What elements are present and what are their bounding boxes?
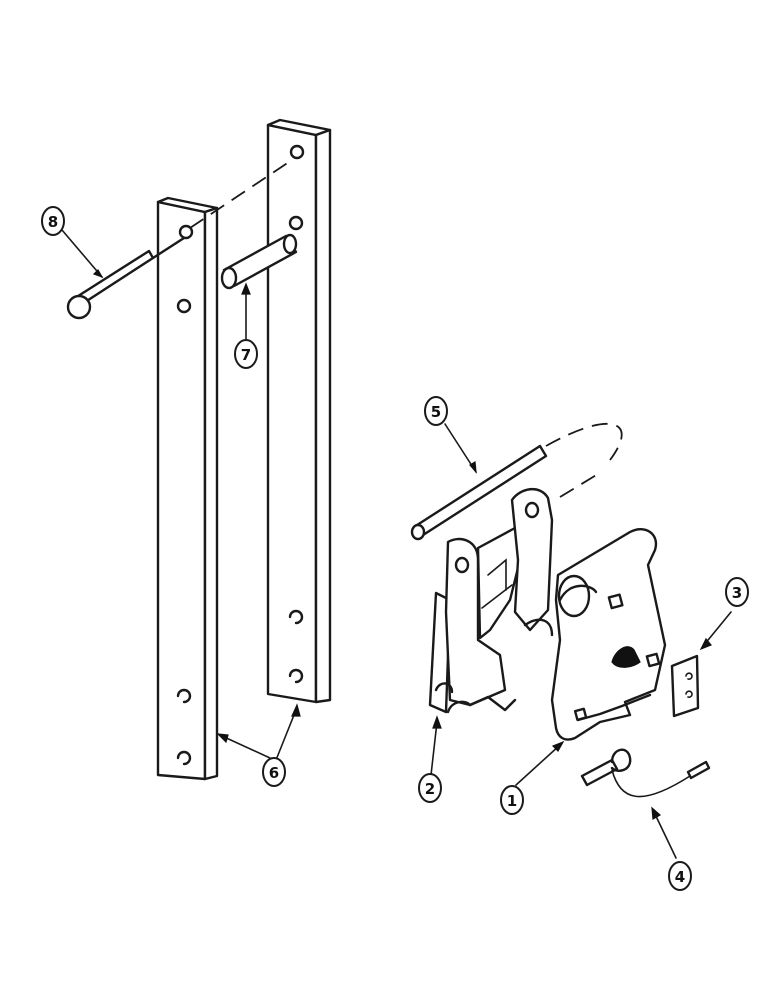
alignment-line-bars xyxy=(189,159,293,229)
callout-3-label: 3 xyxy=(732,584,742,602)
callout-8: 8 xyxy=(41,206,65,236)
callout-2: 2 xyxy=(418,773,442,803)
callout-5-label: 5 xyxy=(431,403,441,421)
callout-4: 4 xyxy=(668,861,692,891)
pin-part-8 xyxy=(66,236,186,320)
callout-6-label: 6 xyxy=(269,764,279,782)
callout-1-label: 1 xyxy=(507,792,517,810)
plate-part-3 xyxy=(670,654,700,718)
callout-8-label: 8 xyxy=(48,213,58,231)
callout-5: 5 xyxy=(424,396,448,426)
bushing-part-7 xyxy=(220,233,298,290)
callout-1: 1 xyxy=(500,785,524,815)
callout-4-label: 4 xyxy=(675,868,685,886)
pin-part-5 xyxy=(410,423,623,541)
bar-left xyxy=(156,196,219,781)
bar-right xyxy=(266,118,332,704)
callout-3: 3 xyxy=(725,577,749,607)
callout-7-label: 7 xyxy=(241,346,251,364)
hitch-frame-part-2 xyxy=(428,488,554,714)
callout-7: 7 xyxy=(234,339,258,369)
callout-2-label: 2 xyxy=(425,780,435,798)
callout-6: 6 xyxy=(262,757,286,787)
lynch-pin-part-4 xyxy=(580,748,711,798)
leader-lines xyxy=(61,229,732,859)
hook-plate-part-1 xyxy=(550,527,667,741)
